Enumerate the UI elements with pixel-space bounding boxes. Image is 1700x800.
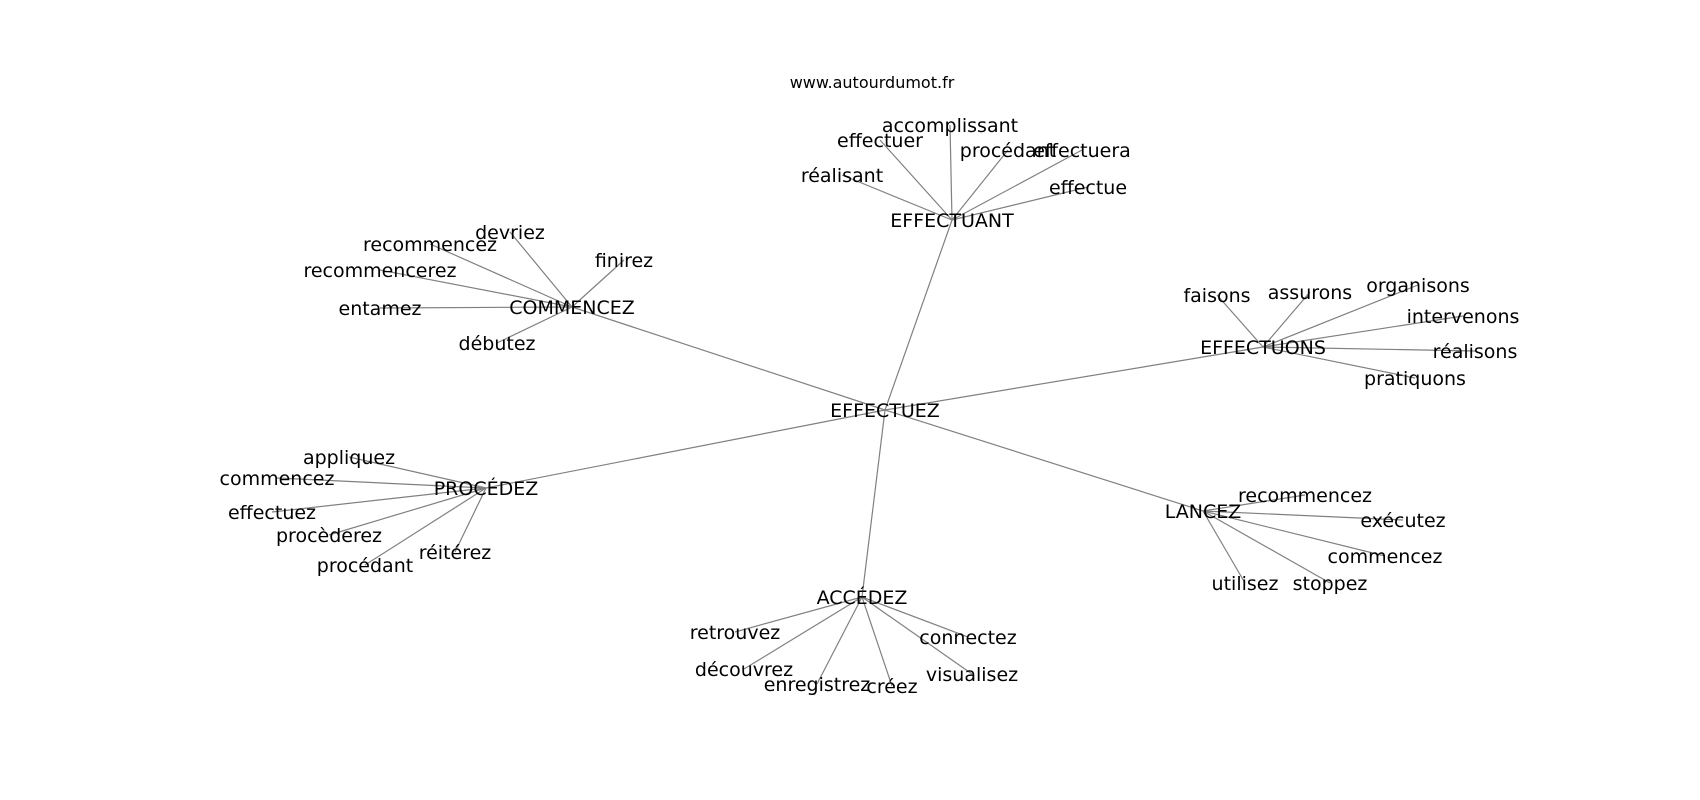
hub-word-node: EFFECTUANT <box>890 210 1014 232</box>
leaf-word-node: appliquez <box>303 447 395 469</box>
edge-hub-to-leaf <box>1202 510 1404 521</box>
edge-hub-to-leaf <box>271 487 487 513</box>
leaf-word-node: réalisant <box>801 165 883 187</box>
leaf-word-node: devriez <box>475 222 545 244</box>
leaf-word-node: pratiquons <box>1364 368 1466 390</box>
edge-hub-to-leaf <box>454 487 487 553</box>
center-word-node: EFFECTUEZ <box>830 400 940 422</box>
edge-hub-to-leaf <box>816 596 863 685</box>
leaf-word-node: stoppez <box>1293 573 1368 595</box>
edge-hub-to-leaf <box>1262 315 1464 348</box>
edge-hub-to-leaf <box>951 186 1089 221</box>
edge-hub-to-leaf <box>276 477 487 489</box>
edge-hub-to-leaf <box>379 269 573 308</box>
leaf-word-node: entamez <box>339 298 422 320</box>
leaf-word-node: créez <box>866 676 917 698</box>
edge-hub-to-leaf <box>841 174 953 221</box>
edge-center-to-hub <box>884 409 1204 512</box>
leaf-word-node: recommencerez <box>303 260 456 282</box>
leaf-word-node: effectuera <box>1033 140 1131 162</box>
leaf-word-node: commencez <box>1328 546 1443 568</box>
leaf-word-node: recommencez <box>1238 485 1372 507</box>
leaf-word-node: recommencez <box>363 234 497 256</box>
edge-hub-to-leaf <box>1202 510 1246 584</box>
leaf-word-node: enregistrez <box>764 674 871 696</box>
edge-hub-to-leaf <box>861 596 969 638</box>
edge-hub-to-leaf <box>1202 510 1386 557</box>
leaf-word-node: intervenons <box>1407 306 1520 328</box>
edge-hub-to-leaf <box>328 487 487 536</box>
leaf-word-node: retrouvez <box>690 622 781 644</box>
edge-hub-to-leaf <box>1262 346 1476 352</box>
edge-hub-to-leaf <box>1262 284 1419 348</box>
edge-hub-to-leaf <box>348 456 487 489</box>
edges <box>271 124 1476 687</box>
edge-hub-to-leaf <box>861 596 893 687</box>
leaf-word-node: utilisez <box>1212 573 1279 595</box>
hub-word-node: COMMENCEZ <box>509 297 635 319</box>
edge-hub-to-leaf <box>379 306 573 309</box>
leaf-word-node: finirez <box>595 250 653 272</box>
leaf-word-node: effectuer <box>837 130 923 152</box>
edge-center-to-hub <box>861 409 886 598</box>
leaf-word-node: effectue <box>1049 177 1127 199</box>
edge-hub-to-leaf <box>1262 291 1311 348</box>
leaf-word-node: exécutez <box>1360 510 1445 532</box>
edge-center-to-hub <box>884 346 1264 411</box>
leaf-word-node: procédant <box>317 555 413 577</box>
edge-hub-to-leaf <box>743 596 863 670</box>
edge-hub-to-leaf <box>879 139 953 221</box>
leaf-word-node: découvrez <box>695 659 793 681</box>
edge-hub-to-leaf <box>1262 346 1416 379</box>
leaf-word-node: commencez <box>220 468 335 490</box>
edge-hub-to-leaf <box>1202 494 1306 512</box>
leaf-word-node: procédant <box>960 140 1056 162</box>
edge-hub-to-leaf <box>571 259 625 308</box>
edge-hub-to-leaf <box>509 231 573 308</box>
leaf-word-node: accomplissant <box>882 115 1018 137</box>
source-text: www.autourdumot.fr <box>790 73 955 92</box>
edge-hub-to-leaf <box>951 149 1083 221</box>
leaf-word-node: assurons <box>1268 282 1352 304</box>
leaf-word-node: effectuez <box>228 502 316 524</box>
leaf-word-node: connectez <box>919 627 1016 649</box>
hub-word-node: LANCEZ <box>1165 501 1242 523</box>
edge-hub-to-leaf <box>1216 294 1264 348</box>
edge-center-to-hub <box>884 219 953 411</box>
edge-hub-to-leaf <box>734 596 863 633</box>
leaf-word-node: organisons <box>1366 275 1470 297</box>
leaf-word-node: réitérez <box>419 542 492 564</box>
hub-word-node: EFFECTUONS <box>1200 337 1326 359</box>
hub-word-node: ACCÉDEZ <box>817 586 908 609</box>
leaf-word-node: débutez <box>459 333 536 355</box>
edge-hub-to-leaf <box>364 487 487 566</box>
leaf-word-node: réalisons <box>1433 341 1518 363</box>
leaf-word-node: faisons <box>1183 285 1250 307</box>
edge-hub-to-leaf <box>429 243 573 308</box>
edge-center-to-hub <box>571 306 886 411</box>
leaf-word-node: visualisez <box>926 664 1018 686</box>
edge-hub-to-leaf <box>949 124 953 221</box>
edge-hub-to-leaf <box>861 596 973 675</box>
hub-word-node: PROCÉDEZ <box>434 477 539 500</box>
edge-hub-to-leaf <box>496 306 573 344</box>
edge-hub-to-leaf <box>1202 510 1331 584</box>
edge-hub-to-leaf <box>951 149 1009 221</box>
leaf-word-node: procèderez <box>276 525 382 547</box>
edge-center-to-hub <box>485 409 886 489</box>
